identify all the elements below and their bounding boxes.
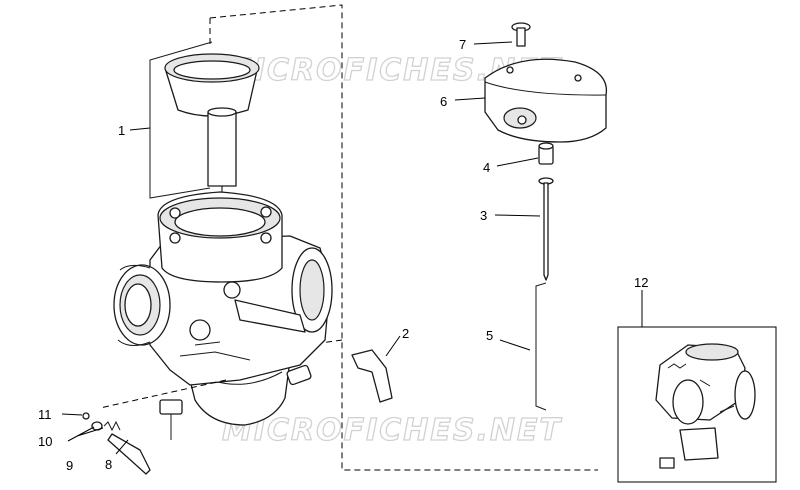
callout-8: 8: [105, 457, 112, 472]
drain-hose: [351, 349, 393, 403]
callout-5: 5: [486, 328, 493, 343]
callout-6: 6: [440, 94, 447, 109]
idle-screw-stack: [82, 412, 151, 475]
callout-2: 2: [402, 326, 409, 341]
callout-12: 12: [634, 275, 648, 290]
funnel-tube: [207, 111, 237, 187]
callout-1: 1: [118, 123, 125, 138]
callout-4: 4: [483, 160, 490, 175]
funnel-mouth: [173, 60, 251, 80]
idle-screw: [107, 433, 151, 475]
throttle-lever: [234, 299, 306, 333]
top-cover: [484, 58, 608, 143]
spring-coil: [535, 282, 547, 411]
callout-9: 9: [66, 458, 73, 473]
callout-3: 3: [480, 208, 487, 223]
callout-11: 11: [38, 407, 52, 422]
callout-7: 7: [459, 37, 466, 52]
o-ring: [82, 412, 90, 420]
carburettor-body: [99, 191, 333, 440]
needle-clip: [538, 142, 554, 165]
screw: [511, 22, 531, 47]
inset-box: [617, 326, 777, 483]
small-spring: [103, 420, 121, 432]
callout-10: 10: [38, 434, 52, 449]
watermark-bottom: MICROFICHES.NET: [222, 413, 563, 448]
leader-lines: [61, 41, 643, 455]
callout-numbers: 1 2 3 4 5 6 7 8 9 10 11 12: [38, 37, 648, 473]
jet-needle: [538, 177, 554, 281]
funnel-bracket: [149, 41, 213, 199]
air-funnel: [149, 41, 260, 240]
